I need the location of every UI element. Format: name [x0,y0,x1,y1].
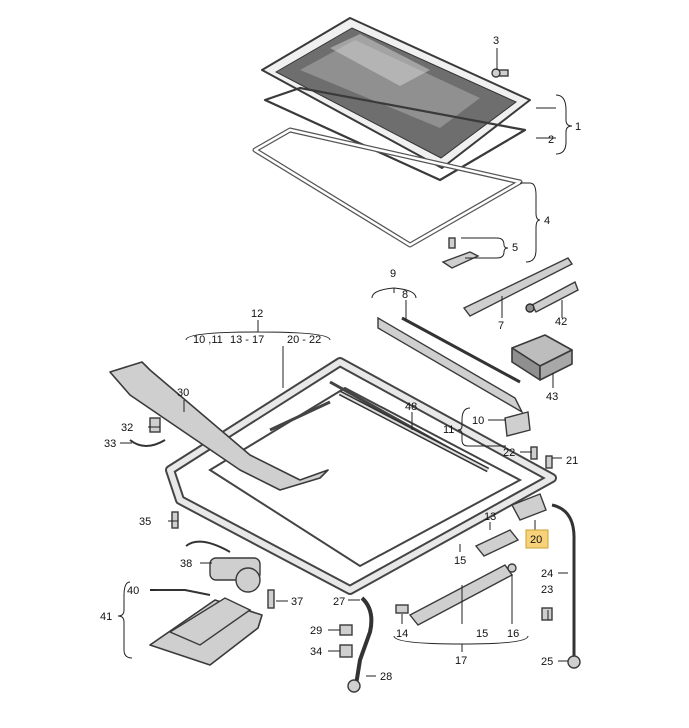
callout-25: 25 [541,656,553,668]
seal-30 [109,361,329,491]
callout-11: 11 [443,424,454,436]
callout-20: 20 [530,534,542,546]
callout-labels: 3 1 2 4 5 6 9 8 7 42 43 12 10 ,11 13 - 1… [100,35,581,683]
motor-wire [185,540,231,553]
callout-24: 24 [541,568,553,580]
glass-panel [261,17,531,169]
leader-lines [117,48,573,677]
callout-3: 3 [493,35,499,47]
callout-7: 7 [498,320,504,332]
callout-34: 34 [310,646,322,658]
callout-1: 1 [575,121,581,133]
callout-4: 4 [544,215,550,227]
guide-strip-6 [462,257,574,317]
callout-10-11: 10 ,11 [193,334,223,346]
screw-21 [545,455,553,469]
callout-13-17: 13 - 17 [230,334,264,346]
screw-22 [530,446,538,460]
screw-35 [171,511,179,529]
callout-20-highlight [525,529,549,549]
callout-2: 2 [548,134,554,146]
callout-37: 37 [291,596,303,608]
callout-48: 48 [405,401,417,413]
end-cap-25 [567,655,581,669]
clip-29 [339,624,353,636]
hose-end-28 [347,679,361,693]
callout-20-22: 20 - 22 [287,334,321,346]
cover-41 [149,597,263,666]
callout-41: 41 [100,611,112,623]
cable-24 [551,503,576,660]
callout-21: 21 [566,455,578,467]
callout-12: 12 [251,308,263,320]
sunroof-main-frame [165,357,557,595]
bracket-40 [150,589,211,596]
callout-30: 30 [177,387,189,399]
clip-34 [339,644,353,658]
callout-16: 16 [507,628,519,640]
clip-23 [541,607,553,621]
callout-29: 29 [310,625,322,637]
guide-rail-8 [401,316,521,384]
callout-5: 5 [512,242,518,254]
bracket-11 [504,411,531,437]
mechanism-15 [408,564,514,626]
clip-33 [129,439,166,447]
callout-40: 40 [127,585,139,597]
screw-37 [267,589,275,609]
callout-14: 14 [396,628,408,640]
glass-seal [263,86,527,182]
callout-23: 23 [541,584,553,596]
callout-27: 27 [333,596,345,608]
callout-33: 33 [104,438,116,450]
plate-13 [474,529,520,557]
motor-38 [209,557,261,593]
callout-22: 22 [503,447,515,459]
nut-16 [507,563,517,573]
inner-frame [252,127,523,248]
callout-10: 10 [472,415,484,427]
repair-kit-box-43 [511,334,573,381]
callout-8: 8 [402,289,408,301]
callout-15b: 15 [476,628,488,640]
clip-14 [395,604,409,614]
guide-rail-9 [377,316,524,414]
callout-17: 17 [455,655,467,667]
drain-hose-27 [354,596,374,686]
bracket-5 [441,237,480,269]
grease-tube-42 [525,281,579,313]
callout-13: 13 [484,511,496,523]
screw-3 [491,68,509,78]
callout-42: 42 [555,316,567,328]
bracket-20 [511,493,547,521]
callout-32: 32 [121,422,133,434]
callout-15a: 15 [454,555,466,567]
callout-35: 35 [139,516,151,528]
clip-32 [149,417,161,433]
callout-28: 28 [380,671,392,683]
callout-9: 9 [390,268,396,280]
callout-38: 38 [180,558,192,570]
callout-43: 43 [546,391,558,403]
